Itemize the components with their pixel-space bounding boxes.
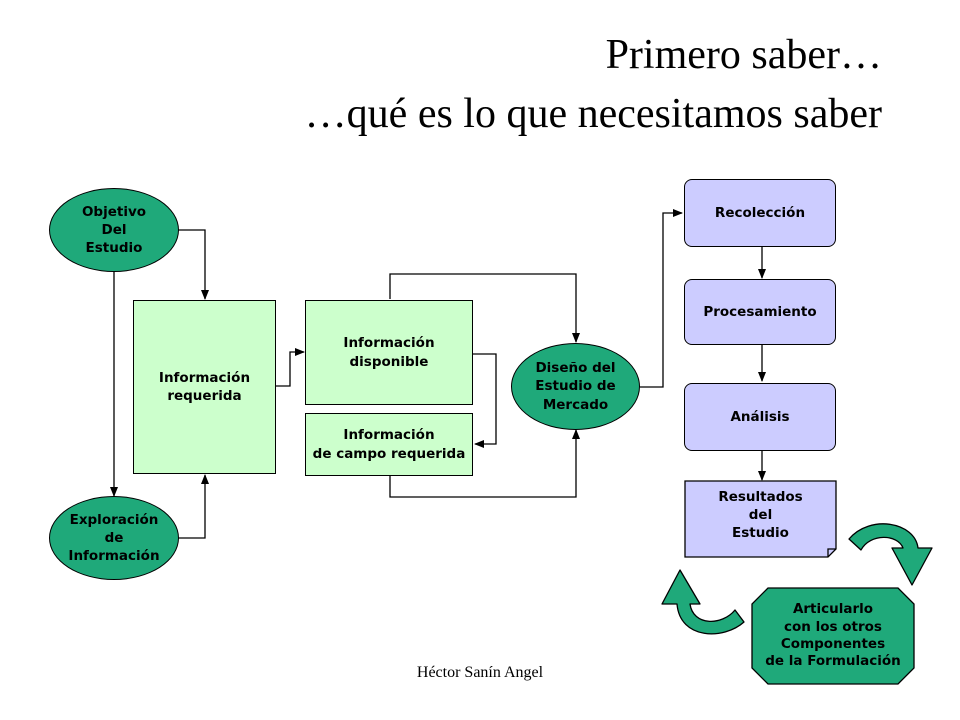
articularlo-octagon-shape: [751, 587, 915, 685]
articularlo-node: Articularlo con los otros Componentes de…: [765, 601, 901, 670]
connector-objetivo-info-requerida: [178, 229, 209, 300]
informacion-requerida-node: Información requerida: [133, 300, 276, 474]
informacion-de-campo-requerida-node: Información de campo requerida: [305, 413, 473, 476]
resultados-document-shape: [684, 480, 837, 558]
title-line-1: Primero saber…: [605, 32, 882, 78]
objetivo-del-estudio-node: Objetivo Del Estudio: [49, 188, 179, 272]
exploracion-de-informacion-node: Exploración de Información: [49, 496, 179, 580]
resultados-del-estudio-node: Resultados del Estudio: [718, 488, 803, 542]
analisis-node: Análisis: [684, 383, 836, 451]
connector-requerida-disponible: [276, 348, 305, 387]
title-line-2: …qué es lo que necesitamos saber: [304, 91, 882, 137]
procesamiento-node: Procesamiento: [684, 279, 836, 345]
connector-exploracion-info-requerida: [178, 474, 209, 539]
informacion-disponible-node: Información disponible: [305, 300, 473, 405]
recoleccion-node: Recolección: [684, 179, 836, 247]
diseno-del-estudio-de-mercado-node: Diseño del Estudio de Mercado: [511, 343, 640, 430]
connector-disponible-diseno: [389, 273, 580, 343]
connector-campo-diseno: [389, 429, 580, 498]
cycle-arrow-right-icon: [848, 523, 933, 586]
connector-diseno-recoleccion: [640, 209, 683, 388]
connector-disponible-campo: [473, 353, 497, 448]
footer-author: Héctor Sanín Angel: [416, 664, 544, 681]
cycle-arrow-left-icon: [661, 569, 745, 635]
